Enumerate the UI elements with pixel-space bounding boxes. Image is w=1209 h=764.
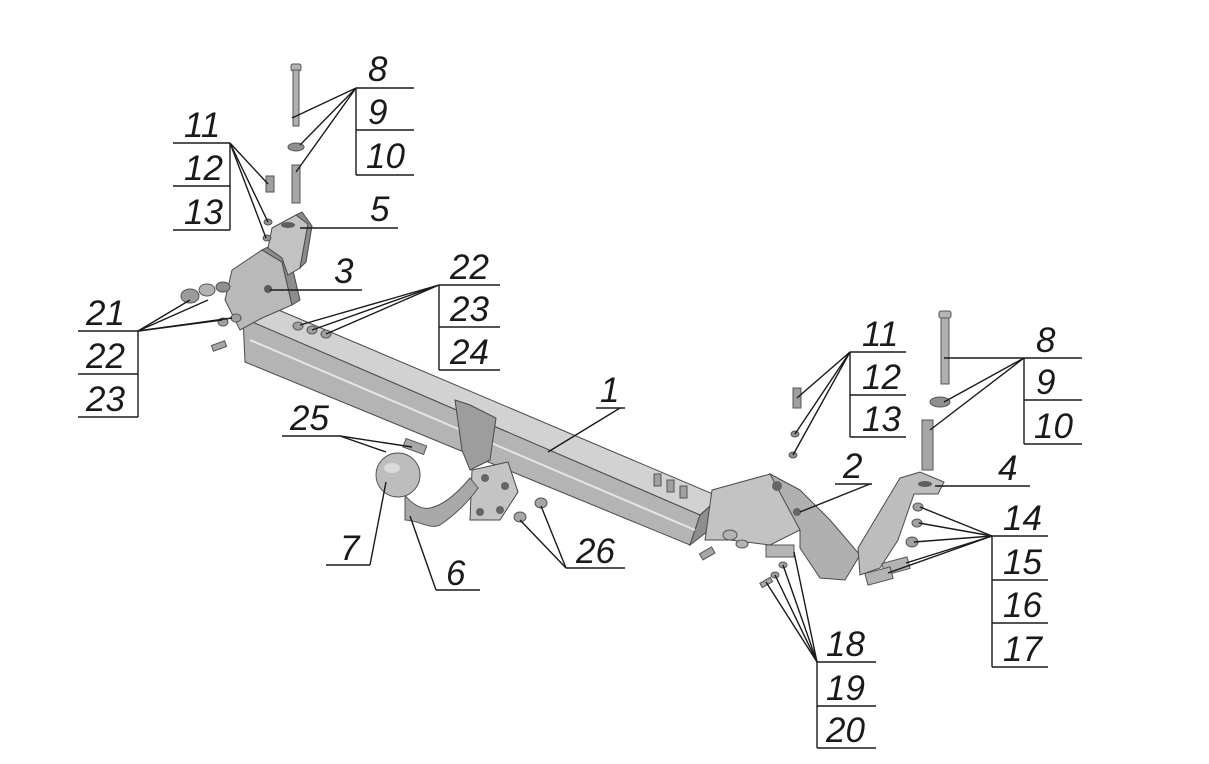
label-tr-9: 9 [1036, 363, 1055, 402]
label-br-19: 19 [826, 669, 865, 708]
label-ml-21: 21 [85, 294, 125, 333]
label-ml-22: 22 [85, 337, 125, 376]
label-tl-8: 8 [368, 50, 388, 89]
label-ml-23: 23 [85, 380, 125, 419]
label-tr-8: 8 [1036, 321, 1056, 360]
label-tl-9: 9 [368, 93, 387, 132]
label-ul-11: 11 [184, 106, 220, 145]
label-1: 1 [600, 371, 619, 410]
leader-lines [78, 87, 1082, 749]
label-br-20: 20 [825, 711, 865, 750]
label-tl-10: 10 [366, 137, 405, 176]
label-c-23: 23 [449, 290, 489, 329]
right-bracket [704, 472, 861, 581]
label-r-16: 16 [1003, 586, 1042, 625]
label-4: 4 [998, 449, 1017, 488]
label-2: 2 [842, 447, 862, 486]
label-br-18: 18 [826, 625, 865, 664]
right-upper-bracket [857, 471, 945, 576]
label-ul-12: 12 [184, 149, 223, 188]
label-26: 26 [575, 532, 615, 571]
label-c-24: 24 [449, 333, 489, 372]
label-5: 5 [370, 190, 390, 229]
label-3: 3 [334, 252, 354, 291]
label-c-22: 22 [449, 248, 489, 287]
part-labels: 8 9 10 11 12 13 5 3 21 22 23 22 23 24 1 … [85, 50, 1073, 750]
label-25: 25 [289, 399, 329, 438]
label-ur-12: 12 [862, 358, 901, 397]
label-r-15: 15 [1003, 543, 1042, 582]
label-tr-10: 10 [1034, 407, 1073, 446]
label-ul-13: 13 [184, 193, 223, 232]
label-6: 6 [446, 554, 466, 593]
ball-flange [454, 399, 519, 521]
label-r-14: 14 [1003, 499, 1042, 538]
nuts-26 [513, 497, 548, 523]
left-upper-bracket [267, 211, 313, 276]
label-r-17: 17 [1003, 630, 1043, 669]
left-vertical-bolt-stack [262, 63, 305, 242]
tow-ball [375, 437, 479, 527]
right-fasteners [653, 473, 924, 589]
label-7: 7 [340, 529, 361, 568]
parts-drawing [180, 63, 952, 589]
label-ur-13: 13 [862, 400, 901, 439]
label-ur-11: 11 [862, 315, 898, 354]
